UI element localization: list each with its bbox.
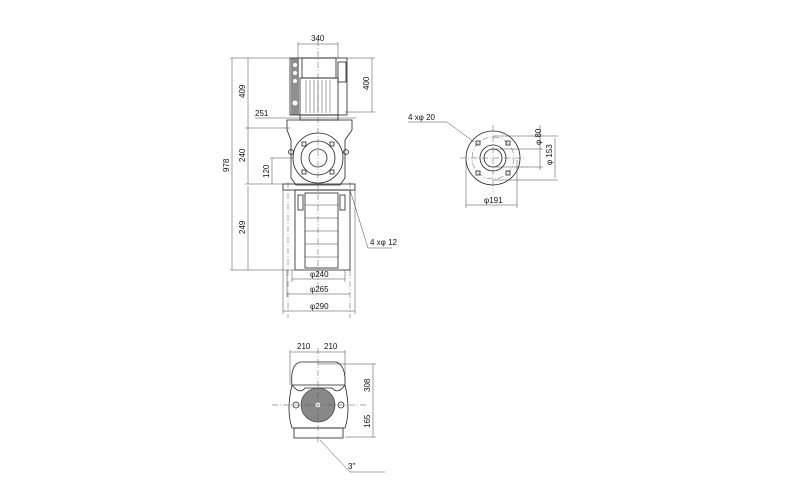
dim-dia-290: φ290 — [310, 302, 329, 311]
dim-half-width-right: 210 — [324, 342, 338, 351]
dim-base-holes: 4 xφ 12 — [370, 238, 398, 247]
dim-dia-240: φ240 — [310, 270, 329, 279]
dim-motor-height: 400 — [362, 76, 371, 90]
dim-dia-265: φ265 — [310, 285, 329, 294]
flange-dimension-lines — [408, 121, 558, 208]
dim-inlet-height: 120 — [262, 164, 271, 178]
dim-total-height: 978 — [222, 158, 231, 172]
dim-top-height: 409 — [238, 84, 247, 98]
dim-lower-height: 165 — [363, 414, 372, 428]
flange-view: 4 xφ 20 φ 80 φ 153 φ191 — [408, 113, 558, 208]
pump-head — [286, 119, 353, 186]
dim-motor-width: 340 — [311, 34, 325, 43]
dim-port-size: 3" — [348, 462, 355, 471]
dim-motor-offset: 251 — [255, 109, 269, 118]
dim-head-height: 240 — [238, 148, 247, 162]
bottom-view: 210 210 308 165 3" — [272, 342, 385, 473]
dim-half-width-left: 210 — [297, 342, 311, 351]
bottom-dimension-lines — [289, 350, 385, 473]
dim-dia-153: φ 153 — [545, 144, 554, 165]
front-dimension-lines — [230, 42, 392, 314]
motor — [289, 57, 348, 121]
dim-flange-bolt-holes: 4 xφ 20 — [408, 113, 436, 122]
dim-dia-80: φ 80 — [534, 128, 543, 145]
dim-dia-191: φ191 — [484, 196, 503, 205]
dim-base-height: 249 — [238, 220, 247, 234]
front-view: 340 400 409 978 251 240 120 249 4 xφ 12 … — [222, 34, 398, 318]
dim-upper-height: 308 — [363, 378, 372, 392]
pump-base — [282, 183, 356, 271]
